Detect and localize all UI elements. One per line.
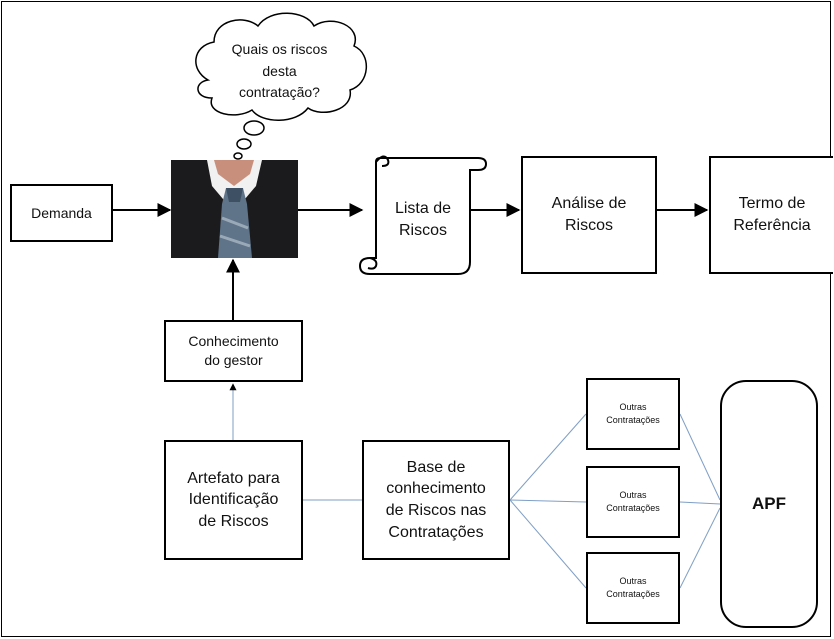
outras-contratacoes-label: Contratações (606, 415, 660, 425)
scroll-icon (358, 155, 488, 275)
thought-line: contratação? (239, 84, 320, 101)
conhecimento-gestor-label: Conhecimento (188, 333, 279, 350)
base-conhecimento-label: Base de (406, 458, 466, 476)
termo-referencia-label: Termo de (738, 195, 806, 213)
connector-outros2-apf (679, 501, 721, 505)
artefato-label: Identificação (188, 491, 279, 509)
conhecimento-gestor-box: Conhecimento do gestor (164, 320, 303, 382)
base-conhecimento-label: de Riscos nas (385, 502, 487, 519)
analise-riscos-label: Análise de (551, 195, 627, 213)
apf-box: APF (720, 380, 818, 628)
demanda-label: Demanda (31, 204, 92, 221)
connector-outros3-apf (679, 507, 721, 589)
connector-base-outros3 (509, 499, 587, 589)
lista-riscos-label: Lista de (394, 200, 452, 218)
thought-line: Quais os riscos (231, 41, 328, 57)
artefato-label: Artefato para (187, 469, 280, 487)
termo-referencia-box: Termo de Referência (709, 156, 833, 274)
connector-outros1-apf (679, 413, 721, 501)
analise-riscos-box: Análise de Riscos (521, 156, 657, 274)
thought-line: desta (262, 62, 297, 79)
termo-referencia-label: Referência (733, 217, 811, 234)
businessman-icon (171, 160, 298, 258)
outras-contratacoes-label: Contratações (606, 589, 660, 599)
connector-base-outros2 (509, 499, 587, 503)
outras-contratacoes-label: Outras (619, 401, 647, 412)
base-conhecimento-label: conhecimento (386, 480, 486, 498)
thought-cloud-icon (195, 12, 368, 160)
outras-contratacoes-label: Contratações (606, 503, 660, 513)
outras-contratacoes-box: Outras Contratações (586, 552, 680, 624)
outras-contratacoes-label: Outras (619, 575, 647, 586)
lista-riscos-label: Riscos (398, 222, 447, 239)
lista-riscos-box: Lista de Riscos (380, 175, 466, 265)
base-conhecimento-label: Contratações (388, 523, 484, 541)
outras-contratacoes-box: Outras Contratações (586, 466, 680, 538)
apf-label: APF (752, 493, 786, 513)
analise-riscos-label: Riscos (564, 217, 613, 234)
artefato-box: Artefato para Identificação de Riscos (164, 440, 303, 560)
outras-contratacoes-box: Outras Contratações (586, 378, 680, 450)
conhecimento-gestor-label: do gestor (204, 352, 263, 368)
demanda-box: Demanda (10, 184, 113, 242)
artefato-label: de Riscos (198, 512, 269, 530)
thought-bubble-text: Quais os riscos desta contratação? (217, 39, 342, 104)
base-conhecimento-box: Base de conhecimento de Riscos nas Contr… (362, 440, 510, 560)
connector-base-outros1 (509, 413, 587, 501)
outras-contratacoes-label: Outras (619, 489, 647, 500)
